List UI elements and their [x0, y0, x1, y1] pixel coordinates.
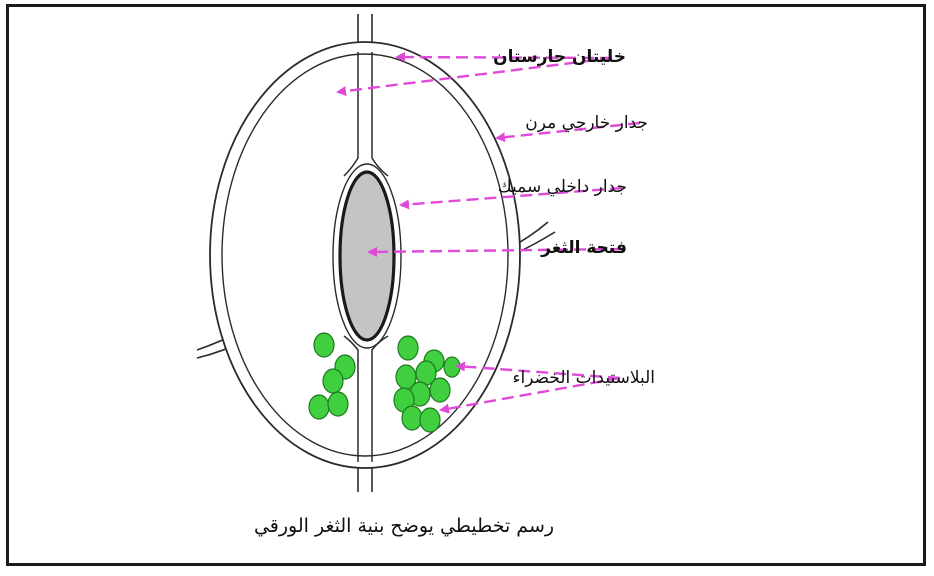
label-inner-wall: جدار داخلي سميك [498, 177, 627, 197]
label-guard-cells: خليتان حارستان [493, 47, 626, 67]
label-chloroplasts: البلاستيدات الخضراء [513, 368, 655, 388]
diagram-caption: رسم تخطيطي يوضح بنية الثغر الورقي [254, 515, 554, 537]
thick-inner-wall [333, 164, 401, 348]
label-outer-wall: جدار خارجي مرن [525, 113, 648, 133]
label-stoma-opening: فتحة الثغر [540, 238, 627, 258]
